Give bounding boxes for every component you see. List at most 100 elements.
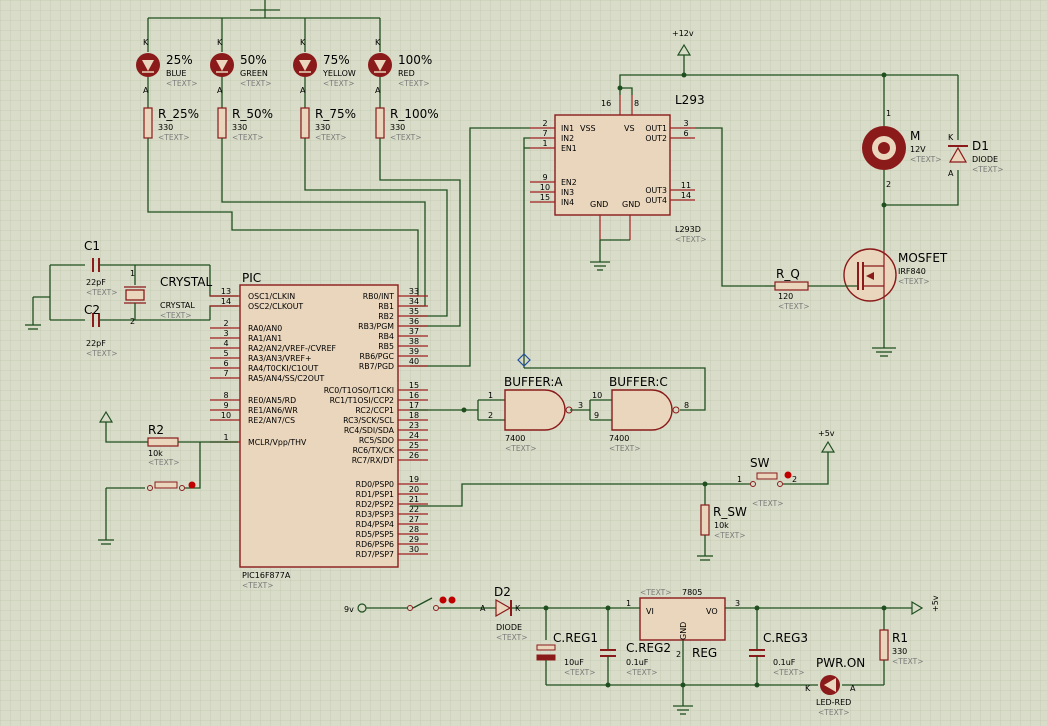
l293-left-2-number: 2: [542, 119, 547, 128]
d1-pin-k: K: [948, 133, 954, 142]
pic-pin-right-26-name: RC7/RX/DT: [352, 456, 394, 465]
led-2-percent: 75%: [323, 53, 350, 67]
pic-pin-left-2-name: RA0/AN0: [248, 324, 282, 333]
motor-pin2: 2: [886, 180, 891, 189]
l293-part: L293D: [675, 225, 701, 234]
pic-pin-left-10-number: 10: [221, 411, 231, 420]
led-3-pin-a: A: [375, 86, 381, 95]
c1-text-tag: <TEXT>: [86, 288, 117, 297]
pic-pin-left-3-number: 3: [223, 329, 228, 338]
led-3-pin-k: K: [375, 38, 381, 47]
pic-pin-right-40-name: RB7/PGD: [359, 362, 394, 371]
led-resistor-0-label: R_25%: [158, 107, 199, 121]
vcc-12v-label: +12v: [672, 29, 694, 38]
mosfet-part: IRF840: [898, 267, 926, 276]
l293-right-14-number: 14: [681, 191, 691, 200]
led-3-triangle: [374, 60, 386, 71]
crystal-text-tag: <TEXT>: [160, 311, 191, 320]
pwr-on-text-tag: <TEXT>: [818, 708, 849, 717]
l293-text-tag: <TEXT>: [675, 235, 706, 244]
pic-pin-right-36-name: RB3/PGM: [358, 322, 394, 331]
l293-left-10-name: IN3: [561, 188, 574, 197]
rq-label: R_Q: [776, 267, 800, 281]
l293-label: L293: [675, 93, 705, 107]
power-supply-wires: [357, 596, 924, 715]
buffer-a-part: 7400: [505, 434, 525, 443]
rq-text-tag: <TEXT>: [778, 302, 809, 311]
crystal-sub-label: CRYSTAL: [160, 301, 195, 310]
motor-text-tag: <TEXT>: [910, 155, 941, 164]
mosfet-text-tag: <TEXT>: [898, 277, 929, 286]
pic-pin-left-14-number: 14: [221, 297, 231, 306]
led-3-text-tag: <TEXT>: [398, 79, 429, 88]
l293-right-6-number: 6: [683, 129, 688, 138]
crystal-pin-1-label: 1: [130, 269, 135, 278]
buffer-wires: [410, 360, 706, 421]
reg-pin3: 3: [735, 599, 740, 608]
creg2-text-tag: <TEXT>: [626, 668, 657, 677]
r2-label: R2: [148, 423, 164, 437]
l293-left-9-number: 9: [542, 173, 547, 182]
buffer-c-pin9: 9: [594, 411, 599, 420]
led-resistor-2-value: 330: [315, 123, 330, 132]
l293-driver[interactable]: [530, 95, 695, 240]
led-resistor-0-value: 330: [158, 123, 173, 132]
pic-pin-right-24-name: RC5/SDO: [359, 436, 394, 445]
pic-pin-right-38-number: 38: [409, 337, 419, 346]
buffer-a-gate[interactable]: [504, 389, 573, 431]
led-0-triangle: [142, 60, 154, 71]
pic-pin-right-26-number: 26: [409, 451, 419, 460]
pic-pin-left-9-number: 9: [223, 401, 228, 410]
motor: [862, 122, 906, 178]
buffer-a-pin2: 2: [488, 411, 493, 420]
l293-right-11-number: 11: [681, 181, 691, 190]
reset-circuit: [98, 410, 238, 545]
pic-pin-right-20-number: 20: [409, 485, 419, 494]
buffer-a-pin3: 3: [578, 401, 583, 410]
pic-pin-left-8-number: 8: [223, 391, 228, 400]
l293-right-14-name: OUT4: [645, 196, 667, 205]
led-resistor-1-value: 330: [232, 123, 247, 132]
d1-diode-symbol: [948, 145, 968, 163]
led-resistor-3-label: R_100%: [390, 107, 439, 121]
pic-pin-right-37-number: 37: [409, 327, 419, 336]
pic-pin-right-39-number: 39: [409, 347, 419, 356]
c2-label: C2: [84, 303, 100, 317]
pic-pin-right-19-name: RD0/PSP0: [356, 480, 394, 489]
pic-part-label: PIC16F877A: [242, 571, 291, 580]
reg-label: REG: [692, 646, 717, 660]
led-resistor-2: [300, 107, 310, 139]
buffer-c-label: BUFFER:C: [609, 375, 668, 389]
buffer-c-pin10: 10: [592, 391, 602, 400]
r1-text-tag: <TEXT>: [892, 657, 923, 666]
led-2-pin-a: A: [300, 86, 306, 95]
buffer-c-gate[interactable]: [611, 389, 680, 431]
pic-pin-right-37-name: RB4: [378, 332, 394, 341]
pic-pin-right-18-name: RC3/SCK/SCL: [343, 416, 395, 425]
mosfet-label: MOSFET: [898, 251, 948, 265]
sw-text-tag: <TEXT>: [752, 499, 783, 508]
pic-microcontroller[interactable]: 13OSC1/CLKIN14OSC2/CLKOUT2RA0/AN03RA1/AN…: [210, 284, 428, 568]
l293-body: [554, 114, 671, 216]
creg2-value: 0.1uF: [626, 658, 649, 667]
rsw-label: R_SW: [713, 505, 747, 519]
buffer-c-text-tag: <TEXT>: [609, 444, 640, 453]
c2-text-tag: <TEXT>: [86, 349, 117, 358]
led-resistor-0-text-tag: <TEXT>: [158, 133, 189, 142]
led-2-triangle: [299, 60, 311, 71]
pic-pin-left-13-name: OSC1/CLKIN: [248, 292, 295, 301]
led-indicator-row: KA25%BLUE<TEXT>R_25%330<TEXT>KA50%GREEN<…: [136, 38, 439, 142]
pic-pin-left-3-name: RA1/AN1: [248, 334, 282, 343]
l293-right-3-name: OUT1: [645, 124, 667, 133]
pic-pin-right-36-number: 36: [409, 317, 419, 326]
buffer-a-text-tag: <TEXT>: [505, 444, 536, 453]
l293-left-7-number: 7: [542, 129, 547, 138]
c1-label: C1: [84, 239, 100, 253]
pic-pin-right-23-name: RC4/SDI/SDA: [344, 426, 395, 435]
vcc-5v-sw-label: +5v: [818, 429, 835, 438]
pic-pin-right-28-name: RD5/PSP5: [356, 530, 394, 539]
pic-pin-right-29-number: 29: [409, 535, 419, 544]
l293-right-6-name: OUT2: [645, 134, 667, 143]
pic-pin-right-30-name: RD7/PSP7: [356, 550, 394, 559]
